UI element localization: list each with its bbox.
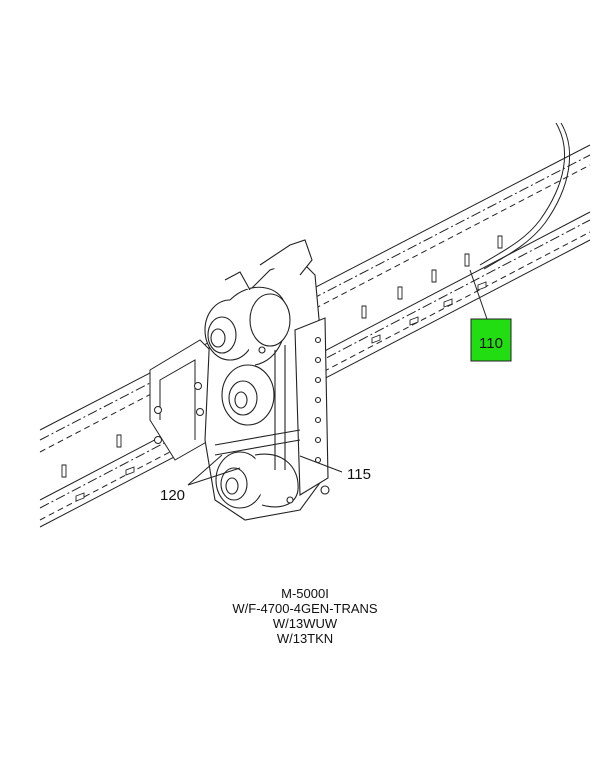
callout-115[interactable]: 115 [347,466,371,483]
callout-120[interactable]: 120 [160,487,185,504]
leader-lines [187,269,489,486]
callout-110-highlight [470,318,512,362]
callout-110-label: 110 [479,335,503,352]
flange-bolts [314,336,322,464]
callout-120-label: 120 [160,487,185,504]
leader-120a [187,454,223,486]
leader-115 [299,455,343,473]
transfer-case [204,239,330,521]
rail-brackets [61,235,503,502]
hose-line [479,122,571,270]
callout-110[interactable]: 110 [470,318,512,362]
leader-110 [469,269,489,323]
callout-115-label: 115 [347,466,371,483]
leader-120b [187,467,241,486]
caption-line-1: M-5000I [281,586,329,601]
mounting-bracket [149,339,211,461]
caption-line-4: W/13TKN [276,631,334,646]
caption-line-3: W/13WUW [272,616,338,631]
caption-line-2: W/F-4700-4GEN-TRANS [232,601,378,616]
